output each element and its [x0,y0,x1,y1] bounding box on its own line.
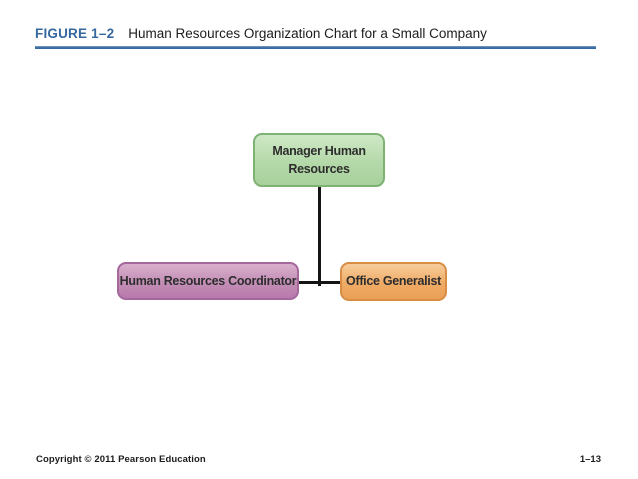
org-node-office-generalist: Office Generalist [340,262,447,301]
connector-vertical-line [318,187,321,286]
org-node-hr-coordinator: Human Resources Coordinator [117,262,299,300]
footer-copyright: Copyright © 2011 Pearson Education [36,454,206,465]
slide-title: Human Resources Organization Chart for a… [128,26,487,41]
page-number: 1–13 [579,454,601,465]
slide-header: FIGURE 1–2 Human Resources Organization … [35,26,487,41]
title-underline-rule [35,46,596,49]
org-node-manager-human-resources: Manager Human Resources [253,133,385,187]
org-node-label: Office Generalist [346,274,441,289]
org-node-label: Manager Human Resources [272,143,366,176]
org-node-label: Human Resources Coordinator [119,273,297,288]
connector-horizontal-line [299,281,340,284]
figure-label: FIGURE 1–2 [35,26,115,41]
